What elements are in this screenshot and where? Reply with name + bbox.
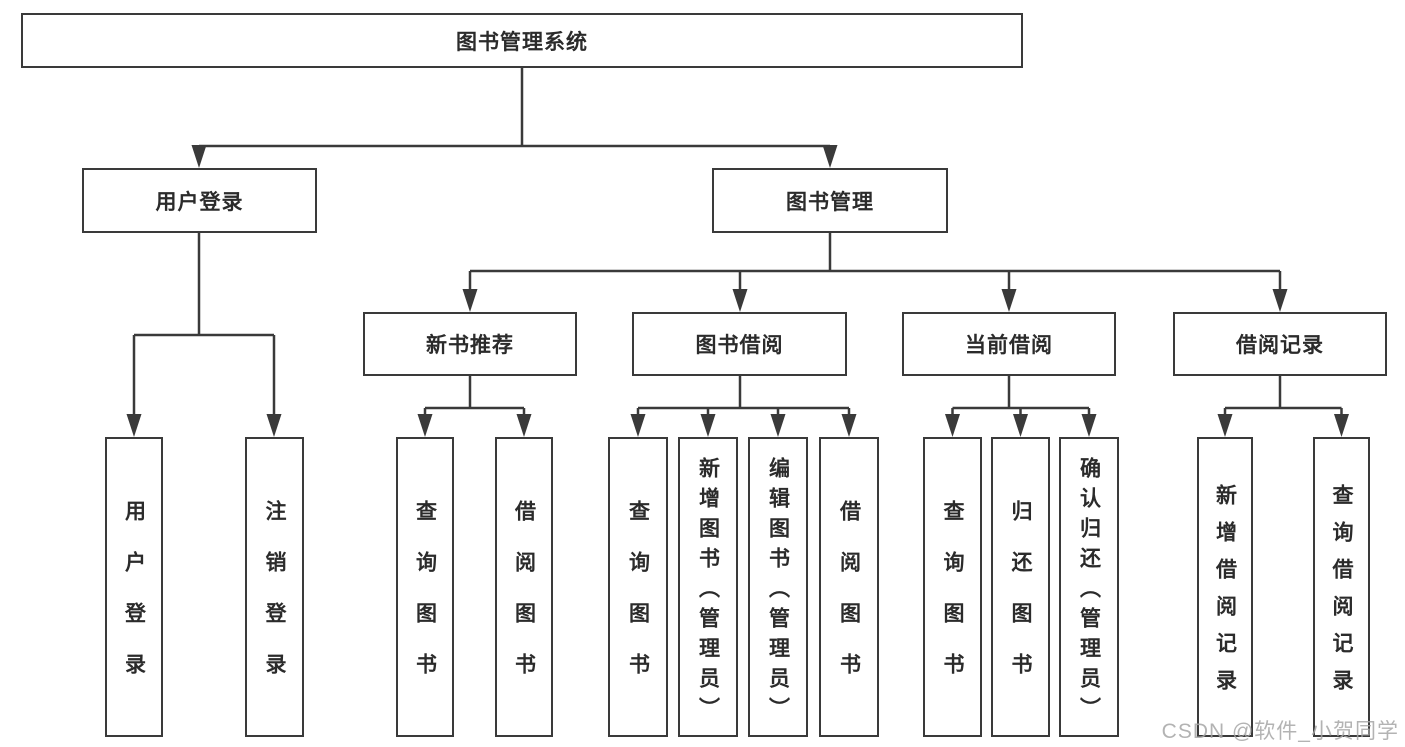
- node-book-borrowing: 图书借阅: [632, 312, 847, 376]
- arrowhead: [462, 289, 478, 312]
- connector-current-borrowing-children: [945, 376, 1097, 437]
- watermark: CSDN @软件_小贺同学: [1161, 719, 1399, 743]
- leaf-query-book-3: 查询图书: [923, 437, 982, 737]
- arrowhead: [945, 414, 960, 437]
- node-label: 新增图书（管理员）: [696, 457, 720, 727]
- node-new-book-recommend: 新书推荐: [363, 312, 577, 376]
- node-label: 借阅图书: [512, 500, 536, 704]
- node-label: 图书管理系统: [456, 30, 588, 54]
- node-label: 图书管理: [786, 190, 874, 214]
- leaf-query-book-1: 查询图书: [396, 437, 454, 737]
- leaf-borrow-book-1: 借阅图书: [495, 437, 553, 737]
- arrowhead: [1334, 414, 1349, 437]
- node-label: 注销登录: [263, 500, 286, 704]
- node-label: 编辑图书（管理员）: [766, 457, 790, 727]
- node-borrowing-records: 借阅记录: [1173, 312, 1387, 376]
- node-label: 查询借阅记录: [1330, 484, 1353, 706]
- arrowhead: [700, 414, 716, 437]
- node-book-management: 图书管理: [712, 168, 948, 233]
- leaf-confirm-return-admin: 确认归还（管理员）: [1059, 437, 1119, 737]
- connector-line: [423, 376, 526, 415]
- arrowhead: [1217, 414, 1233, 437]
- arrowhead: [417, 414, 433, 437]
- node-label: 新增借阅记录: [1213, 484, 1237, 706]
- leaf-borrow-book-2: 借阅图书: [819, 437, 879, 737]
- arrowhead: [630, 414, 646, 437]
- connector-borrowing-records-children: [1217, 376, 1349, 437]
- connector-book-management-children: [462, 233, 1288, 312]
- leaf-return-book: 归还图书: [991, 437, 1050, 737]
- node-label: 归还图书: [1009, 500, 1032, 704]
- connector-user-login-children: [126, 233, 282, 437]
- arrowhead: [1001, 289, 1017, 312]
- arrowhead: [191, 145, 207, 168]
- leaf-add-book-admin: 新增图书（管理员）: [678, 437, 738, 737]
- node-label: 用户登录: [155, 190, 244, 214]
- arrowhead: [266, 414, 282, 437]
- leaf-add-borrow-record: 新增借阅记录: [1197, 437, 1253, 737]
- arrowhead: [770, 414, 786, 437]
- connector-root-to-level2: [191, 68, 838, 168]
- node-label: 当前借阅: [965, 334, 1053, 357]
- arrowhead: [732, 289, 748, 312]
- node-label: 查询图书: [941, 500, 964, 704]
- connector-line: [468, 233, 1282, 290]
- arrowhead: [841, 414, 857, 437]
- connector-line: [1223, 376, 1343, 415]
- node-label: 借阅记录: [1236, 334, 1324, 357]
- node-label: 确认归还（管理员）: [1077, 457, 1101, 727]
- node-library-management-system: 图书管理系统: [21, 13, 1023, 68]
- connector-line: [199, 68, 830, 148]
- node-label: 用户登录: [122, 500, 146, 704]
- leaf-query-borrow-record: 查询借阅记录: [1313, 437, 1370, 737]
- node-label: 图书借阅: [695, 334, 784, 357]
- arrowhead: [822, 145, 838, 168]
- arrowhead: [516, 414, 532, 437]
- leaf-query-book-2: 查询图书: [608, 437, 668, 737]
- node-user-login: 用户登录: [82, 168, 317, 233]
- node-label: 查询图书: [626, 500, 650, 704]
- arrowhead: [1272, 289, 1288, 312]
- leaf-user-login: 用户登录: [105, 437, 163, 737]
- connector-line: [951, 376, 1091, 415]
- connector-new-book-recommend-children: [417, 376, 532, 437]
- node-label: 新书推荐: [426, 334, 514, 357]
- node-label: 借阅图书: [837, 500, 861, 704]
- arrowhead: [1013, 414, 1028, 437]
- connector-book-borrowing-children: [630, 376, 857, 437]
- connector-line: [132, 233, 276, 415]
- node-label: 查询图书: [413, 500, 437, 704]
- node-current-borrowing: 当前借阅: [902, 312, 1116, 376]
- leaf-edit-book-admin: 编辑图书（管理员）: [748, 437, 808, 737]
- arrowhead: [126, 414, 142, 437]
- arrowhead: [1081, 414, 1097, 437]
- leaf-logout: 注销登录: [245, 437, 304, 737]
- connector-line: [636, 376, 851, 415]
